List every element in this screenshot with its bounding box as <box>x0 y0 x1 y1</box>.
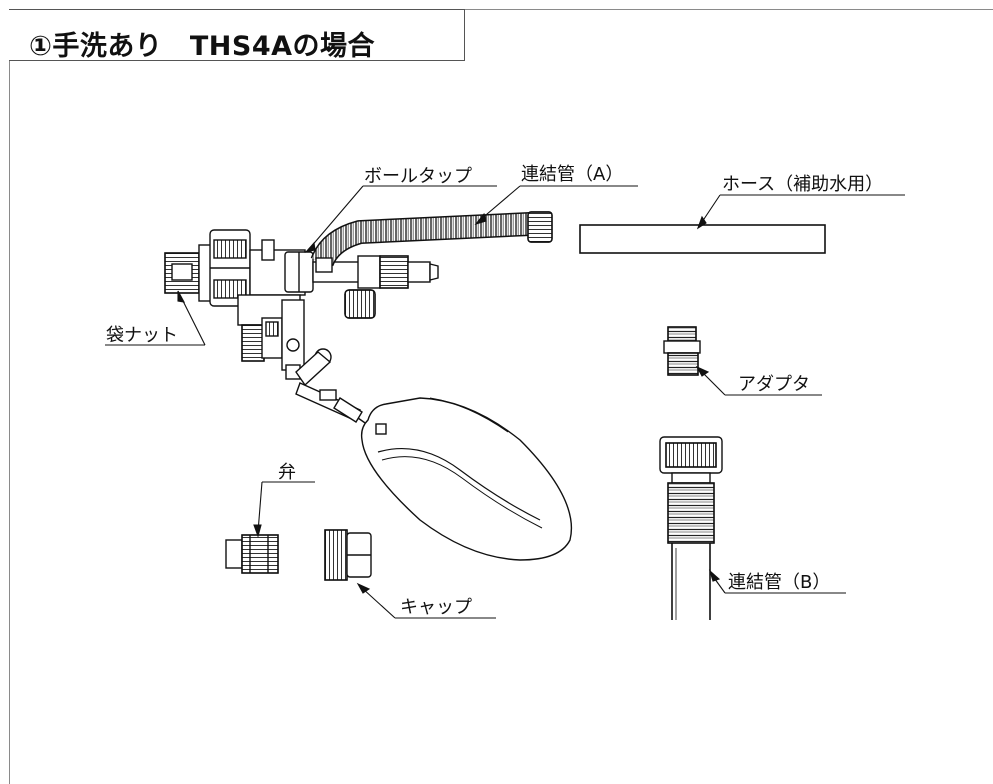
label-ball-tap: ボールタップ <box>364 166 472 187</box>
label-connecting-pipe-b: 連結管（B） <box>728 572 831 593</box>
title-box: ①手洗あり THS4Aの場合 <box>9 9 465 62</box>
label-cap: キャップ <box>400 597 472 618</box>
label-adapter: アダプタ <box>738 374 810 395</box>
connecting-pipe-a <box>310 211 553 273</box>
valve-part <box>225 534 279 574</box>
diagram-title: ①手洗あり THS4Aの場合 <box>29 31 376 62</box>
diagram-frame <box>9 9 993 784</box>
ball-tap-assembly <box>164 229 439 423</box>
label-valve: 弁 <box>278 462 296 483</box>
label-connecting-pipe-a: 連結管（A） <box>521 164 624 185</box>
hose-bar <box>579 224 826 254</box>
connecting-pipe-b <box>659 436 723 620</box>
cap-part <box>324 529 372 581</box>
float-ball <box>357 397 573 561</box>
label-hose: ホース（補助水用） <box>722 174 884 195</box>
label-bag-nut: 袋ナット <box>106 325 178 346</box>
adapter-part <box>663 326 701 376</box>
